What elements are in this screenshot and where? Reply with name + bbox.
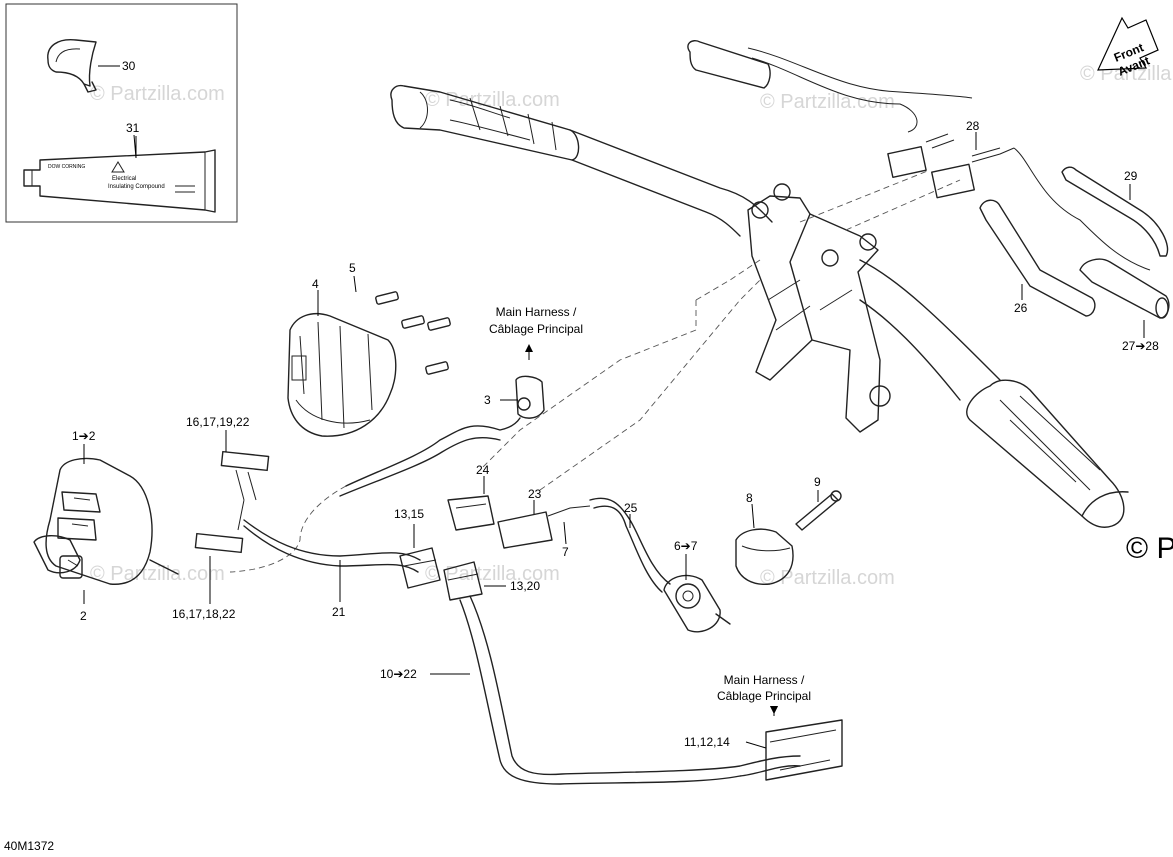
part-31-dielectric-tube: DOW CORNING Electrical Insulating Compou… [23, 136, 216, 213]
main-harness-2-arrow [770, 706, 778, 714]
part-4-switch-housing [287, 312, 397, 437]
main-harness-1-line2: Câblage Principal [489, 322, 583, 336]
callout-5: 5 [349, 261, 356, 275]
watermark-7: © Partzilla.com [760, 567, 895, 589]
callout-1-2: 1➔2 [72, 429, 96, 443]
callout-13-15: 13,15 [394, 507, 424, 521]
handlebar [390, 40, 1170, 528]
callout-7: 7 [562, 545, 569, 559]
callout-31: 31 [126, 121, 140, 135]
diagram-code: 40M1372 [4, 839, 54, 853]
callout-2: 2 [80, 609, 87, 623]
callout-27-28: 27➔28 [1122, 339, 1159, 353]
callout-11-12-14: 11,12,14 [684, 735, 730, 749]
copyright-fragment: © Pa [1126, 532, 1173, 565]
main-harness-2-line2: Câblage Principal [717, 689, 811, 703]
callout-9: 9 [814, 475, 821, 489]
main-harness-note-2: Main Harness / Câblage Principal [717, 673, 811, 703]
main-harness-1-line1: Main Harness / [496, 305, 577, 319]
callout-4: 4 [312, 277, 319, 291]
harness [194, 344, 843, 785]
callout-30: 30 [122, 59, 136, 73]
tube-label-line2: Insulating Compound [108, 184, 165, 190]
tube-label-line1: Electrical [112, 176, 136, 182]
watermark-1: © Partzilla.com [90, 83, 225, 105]
main-harness-note-1: Main Harness / Câblage Principal [489, 305, 583, 336]
inset-box: DOW CORNING Electrical Insulating Compou… [5, 3, 238, 223]
tube-brand: DOW CORNING [48, 164, 85, 170]
callout-10-22: 10➔22 [380, 667, 417, 681]
part-5-screws [375, 291, 451, 375]
callout-29: 29 [1124, 169, 1138, 183]
callout-21: 21 [332, 605, 346, 619]
callout-23: 23 [528, 487, 542, 501]
callout-13-20: 13,20 [510, 579, 540, 593]
callout-24: 24 [476, 463, 490, 477]
callout-26: 26 [1014, 301, 1028, 315]
part-30-clip [47, 39, 120, 93]
callouts: 30 31 28 29 26 27➔28 5 4 3 1➔2 2 16,17,1… [72, 59, 1159, 749]
callout-3: 3 [484, 393, 491, 407]
guide-lines [229, 169, 961, 573]
callout-16-17-18-22: 16,17,18,22 [172, 607, 236, 621]
watermark-3: © Partzilla.com [760, 91, 895, 113]
callout-16-17-19-22: 16,17,19,22 [186, 415, 250, 429]
callout-28: 28 [966, 119, 980, 133]
leader-lines [83, 132, 1145, 749]
callout-25: 25 [624, 501, 638, 515]
watermark-5: © Partzilla.com [90, 563, 225, 585]
watermark-2: © Partzilla.com [425, 89, 560, 111]
watermark-6: © Partzilla.com [425, 563, 560, 585]
callout-6-7: 6➔7 [674, 539, 698, 553]
main-harness-2-line1: Main Harness / [724, 673, 805, 687]
callout-8: 8 [746, 491, 753, 505]
part-1-switch-assembly [33, 457, 179, 585]
